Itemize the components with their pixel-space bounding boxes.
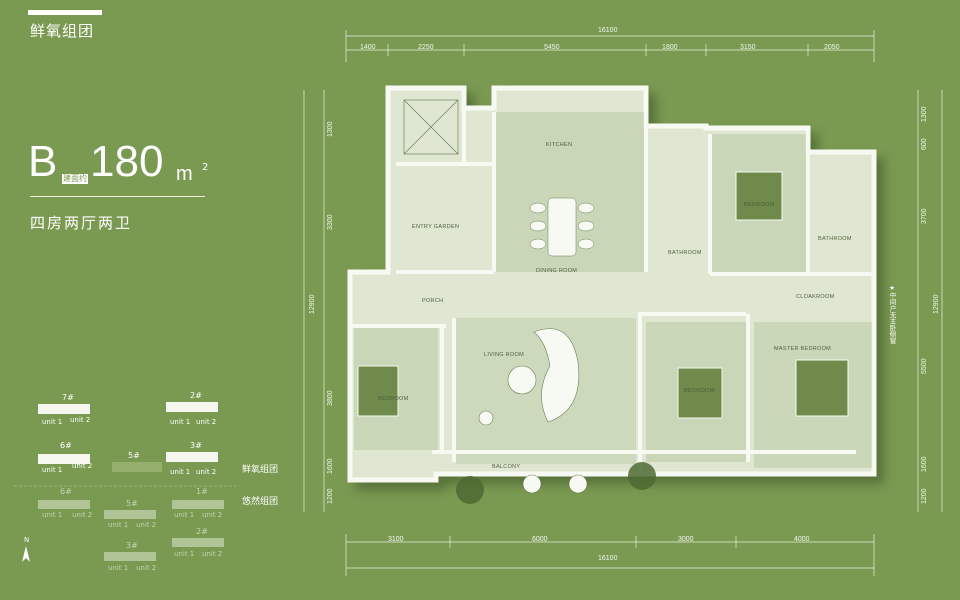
svg-text:5500: 5500 (921, 358, 928, 374)
svg-text:2#: 2# (190, 391, 202, 400)
svg-text:5450: 5450 (544, 44, 560, 51)
svg-text:6000: 6000 (532, 536, 548, 543)
room-master-bedroom: MASTER BEDROOM (774, 346, 831, 352)
room-bathroom-2: BATHROOM (818, 236, 852, 242)
svg-text:1600: 1600 (921, 456, 928, 472)
room-bedroom-3: BEDROOM (684, 388, 715, 394)
svg-text:2050: 2050 (824, 44, 840, 51)
svg-text:unit 1: unit 1 (170, 468, 190, 476)
svg-text:3#: 3# (190, 441, 202, 450)
left-dimensions: 12900 1300 3300 3800 1600 1200 (303, 90, 334, 512)
svg-text:3100: 3100 (388, 536, 404, 543)
dining-table (529, 197, 595, 257)
group-title: 鲜氧组团 (30, 22, 95, 40)
living-sofa (478, 328, 580, 426)
svg-text:unit 2: unit 2 (202, 550, 222, 558)
svg-text:unit 1: unit 1 (42, 466, 62, 474)
svg-text:unit 2: unit 2 (72, 462, 92, 470)
svg-text:unit 1: unit 1 (170, 418, 190, 426)
svg-text:1400: 1400 (360, 44, 376, 51)
svg-text:unit 1: unit 1 (108, 521, 128, 529)
svg-text:1#: 1# (196, 487, 208, 496)
top-dimensions: 16100 1400 2250 5450 1800 3150 2050 (345, 27, 875, 62)
svg-text:1300: 1300 (327, 121, 334, 137)
svg-text:3700: 3700 (921, 208, 928, 224)
balcony-furniture (456, 462, 656, 504)
compass-icon: N (22, 536, 30, 562)
building-6: 6# unit 1 unit 2 (38, 441, 92, 474)
svg-text:12900: 12900 (933, 294, 940, 314)
area-superscript: 2 (202, 162, 209, 173)
group-label-youran: 悠然组团 (242, 495, 278, 507)
bottom-dimensions: 3100 6000 3000 4000 16100 (345, 534, 875, 576)
divider (30, 196, 205, 197)
layout-description: 四房两厅两卫 (30, 214, 133, 232)
room-bedroom-1: BEDROOM (744, 202, 775, 208)
side-note: ★中间户无主卧侧窗 (888, 284, 896, 345)
right-dimensions: 12900 1300 600 3700 5500 1600 1200 (917, 90, 943, 512)
bed-icon (357, 171, 849, 419)
group-label-xianyang: 鲜氧组团 (242, 463, 278, 475)
svg-text:600: 600 (921, 138, 928, 150)
svg-text:12900: 12900 (309, 294, 316, 314)
svg-text:unit 1: unit 1 (42, 418, 62, 426)
svg-text:6#: 6# (60, 441, 72, 450)
elevator-core (403, 99, 459, 155)
svg-text:4000: 4000 (794, 536, 810, 543)
svg-text:16100: 16100 (598, 27, 618, 34)
svg-text:unit 2: unit 2 (196, 468, 216, 476)
header-bar (28, 10, 102, 15)
svg-text:unit 2: unit 2 (136, 521, 156, 529)
svg-text:unit 2: unit 2 (70, 416, 90, 424)
room-dining: DINING ROOM (536, 268, 577, 274)
svg-text:1200: 1200 (921, 488, 928, 504)
svg-text:1200: 1200 (327, 488, 334, 504)
unit-type: B (28, 137, 58, 186)
room-bathroom-1: BATHROOM (668, 250, 702, 256)
svg-text:16100: 16100 (598, 555, 618, 562)
svg-text:3000: 3000 (678, 536, 694, 543)
svg-text:unit 1: unit 1 (42, 511, 62, 519)
svg-text:unit 2: unit 2 (196, 418, 216, 426)
svg-text:5#: 5# (128, 451, 140, 460)
approx-label: 建面约 (62, 174, 88, 184)
svg-text:1300: 1300 (921, 106, 928, 122)
svg-text:unit 1: unit 1 (174, 511, 194, 519)
svg-text:unit 1: unit 1 (108, 564, 128, 572)
svg-text:5#: 5# (126, 499, 138, 508)
svg-text:1600: 1600 (327, 458, 334, 474)
site-map: 7# unit 1 unit 2 2# unit 1 unit 2 6# uni… (14, 391, 278, 572)
svg-text:unit 2: unit 2 (72, 511, 92, 519)
svg-text:N: N (24, 536, 29, 544)
building-7: 7# unit 1 unit 2 (38, 393, 90, 426)
svg-text:3150: 3150 (740, 44, 756, 51)
svg-text:3300: 3300 (327, 214, 334, 230)
svg-text:3#: 3# (126, 541, 138, 550)
svg-text:1800: 1800 (662, 44, 678, 51)
building-2: 2# unit 1 unit 2 (166, 391, 218, 426)
area-value: 180 (90, 137, 164, 186)
room-living: LIVING ROOM (484, 352, 524, 358)
room-kitchen: KITCHEN (546, 142, 572, 148)
svg-text:3800: 3800 (327, 390, 334, 406)
walls (350, 108, 872, 472)
room-entry-garden: ENTRY GARDEN (412, 224, 459, 230)
room-balcony: BALCONY (492, 464, 520, 470)
svg-text:2250: 2250 (418, 44, 434, 51)
room-cloakroom: CLOAKROOM (796, 294, 835, 300)
svg-text:2#: 2# (196, 527, 208, 536)
area-unit: m (176, 163, 193, 185)
room-bedroom-2: BEDROOM (378, 396, 409, 402)
floor-plan: 16100 1400 2250 5450 1800 3150 2050 3100… (303, 27, 943, 576)
svg-text:unit 2: unit 2 (136, 564, 156, 572)
building-7-label: 7# (62, 393, 74, 402)
svg-text:6#: 6# (60, 487, 72, 496)
building-5-highlight: 5# (112, 451, 162, 472)
building-3: 3# unit 1 unit 2 (166, 441, 218, 476)
room-porch: PORCH (422, 298, 443, 304)
svg-text:unit 2: unit 2 (202, 511, 222, 519)
svg-text:unit 1: unit 1 (174, 550, 194, 558)
